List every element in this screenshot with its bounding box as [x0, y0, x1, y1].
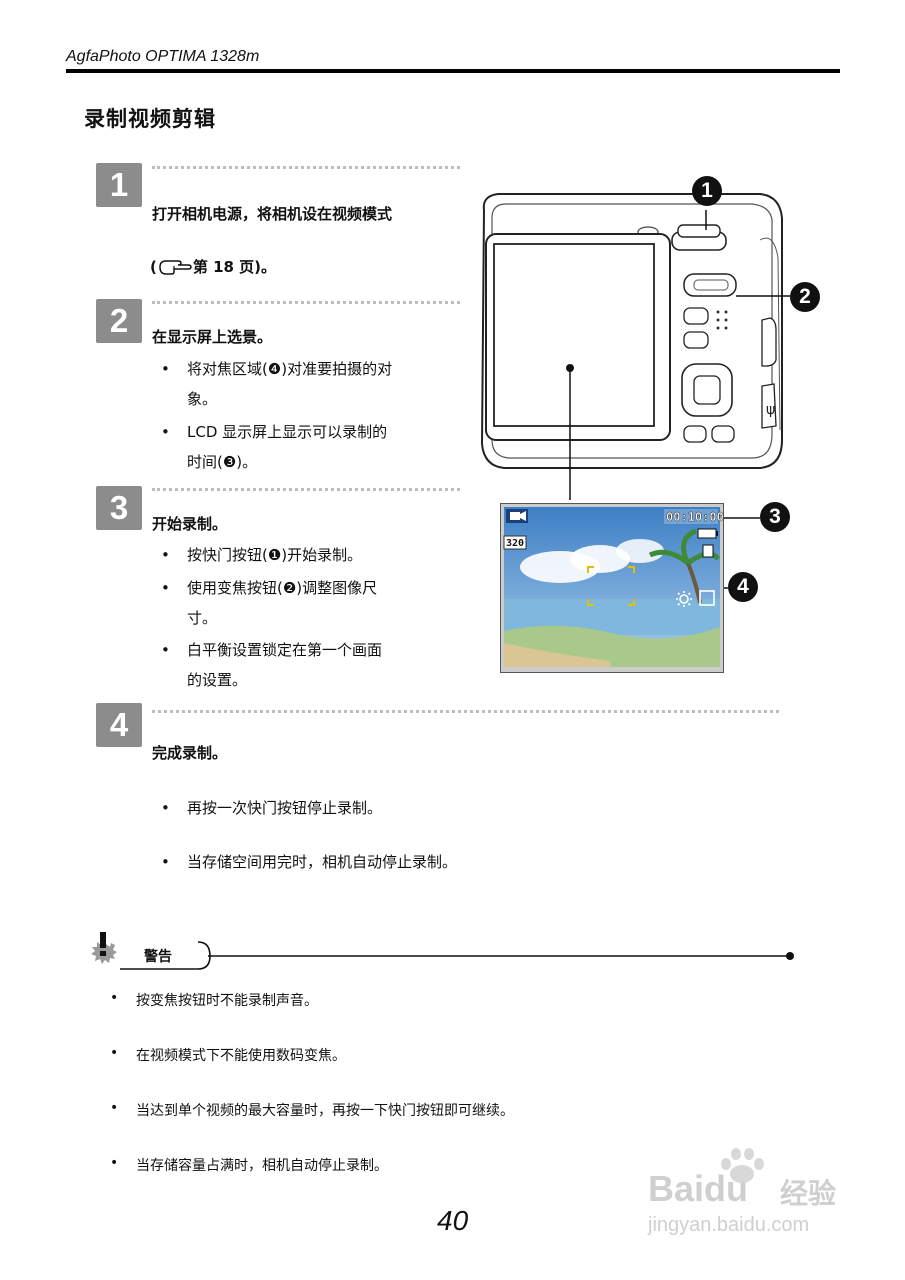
step-1-ref-text: 第 18 页)。	[192, 258, 277, 276]
svg-text:ψ: ψ	[766, 402, 775, 418]
focus-bracket-icon	[587, 566, 635, 606]
page-number: 40	[437, 1205, 469, 1236]
bullet-symbol: •	[161, 360, 170, 378]
step-2-bullet-2-line1: LCD 显示屏上显示可以录制的	[187, 423, 388, 441]
step-2-bullet-1: • 将对焦区域(❹)对准要拍摄的对 象。	[161, 354, 393, 414]
step-4-heading: 完成录制。	[152, 744, 228, 762]
bullet-symbol: •	[161, 641, 170, 659]
battery-icon	[697, 528, 718, 539]
callout-2: 2	[790, 282, 820, 312]
step-divider-4	[152, 710, 779, 713]
lcd-preview: 320 00:10:00	[500, 503, 724, 673]
camera-illustration: ψ	[480, 193, 790, 589]
step-2-heading: 在显示屏上选景。	[152, 328, 273, 346]
header-title: AgfaPhoto OPTIMA 1328m	[66, 48, 260, 65]
warning-item-4: 当存储容量占满时，相机自动停止录制。	[136, 1158, 388, 1174]
step-3-bullet-2: • 使用变焦按钮(❷)调整图像尺 寸。	[161, 573, 378, 633]
step-2-bullet-1-line1: 将对焦区域(❹)对准要拍摄的对	[187, 360, 393, 378]
step-divider-3	[152, 488, 460, 491]
watermark-brand-cn: 经验	[780, 1178, 837, 1209]
step-3-bullet-2-line1: 使用变焦按钮(❷)调整图像尺	[187, 579, 378, 597]
paw-icon	[721, 1148, 764, 1183]
step-2-bullet-1-line2: 象。	[187, 390, 218, 408]
warning-item-1: 按变焦按钮时不能录制声音。	[136, 993, 318, 1009]
step-3-heading: 开始录制。	[152, 515, 228, 533]
step-1-text-line1: 打开相机电源，将相机设在视频模式	[152, 205, 393, 223]
bullet-symbol: •	[161, 579, 170, 597]
lcd-resolution: 320	[506, 538, 524, 549]
step-number-3: 3	[96, 486, 142, 530]
pointing-hand-icon	[159, 259, 192, 275]
step-4-bullet-1-line1: 再按一次快门按钮停止录制。	[187, 799, 383, 817]
callout-1: 1	[692, 176, 722, 206]
step-3-bullet-1: • 按快门按钮(❶)开始录制。	[161, 540, 363, 570]
bullet-symbol: •	[161, 853, 170, 871]
step-divider-1	[152, 166, 460, 169]
bullet-symbol: •	[110, 1100, 119, 1116]
step-3-bullet-3-line2: 的设置。	[187, 671, 248, 689]
warning-item-3: 当达到单个视频的最大容量时，再按一下快门按钮即可继续。	[136, 1103, 514, 1119]
step-1-ref-open: (	[150, 257, 157, 276]
step-number-4: 4	[96, 703, 142, 747]
warning-item-2: 在视频模式下不能使用数码变焦。	[136, 1048, 346, 1064]
header-rule	[66, 69, 840, 73]
step-4-bullet-2-line1: 当存储空间用完时，相机自动停止录制。	[187, 853, 458, 871]
sun-icon	[676, 591, 692, 607]
warning-label: 警告	[144, 949, 172, 965]
lcd-timer: 00:10:00	[666, 510, 724, 524]
step-3-bullet-2-line2: 寸。	[187, 609, 218, 627]
step-divider-2	[152, 301, 460, 304]
video-camera-icon	[506, 509, 528, 523]
step-number-2: 2	[96, 299, 142, 343]
callout-4: 4	[728, 572, 758, 602]
step-3-bullet-3: • 白平衡设置锁定在第一个画面 的设置。	[161, 635, 383, 695]
watermark-brand-right: du	[704, 1168, 749, 1209]
exclamation-icon	[91, 932, 117, 964]
watermark-brand-left: Bai	[648, 1168, 705, 1209]
step-2-bullet-2: • LCD 显示屏上显示可以录制的 时间(❸)。	[161, 417, 388, 477]
bullet-symbol: •	[110, 1155, 119, 1171]
step-3-bullet-1-line1: 按快门按钮(❶)开始录制。	[187, 546, 363, 564]
step-1-text-line2: ( 第 18 页)。	[150, 256, 276, 277]
step-3-bullet-3-line1: 白平衡设置锁定在第一个画面	[187, 641, 383, 659]
section-title: 录制视频剪辑	[84, 107, 216, 131]
callout-3: 3	[760, 502, 790, 532]
step-4-bullet-2: • 当存储空间用完时，相机自动停止录制。	[161, 847, 458, 877]
watermark-brand: Baidu	[648, 1168, 748, 1210]
bullet-symbol: •	[161, 423, 170, 441]
bullet-symbol: •	[161, 799, 170, 817]
step-4-bullet-1: • 再按一次快门按钮停止录制。	[161, 793, 383, 823]
watermark-url: jingyan.baidu.com	[648, 1214, 810, 1236]
warning-rule	[120, 941, 794, 970]
bullet-symbol: •	[161, 546, 170, 564]
step-2-bullet-2-line2: 时间(❸)。	[187, 453, 258, 471]
bullet-symbol: •	[110, 990, 119, 1006]
bullet-symbol: •	[110, 1045, 119, 1061]
step-number-1: 1	[96, 163, 142, 207]
